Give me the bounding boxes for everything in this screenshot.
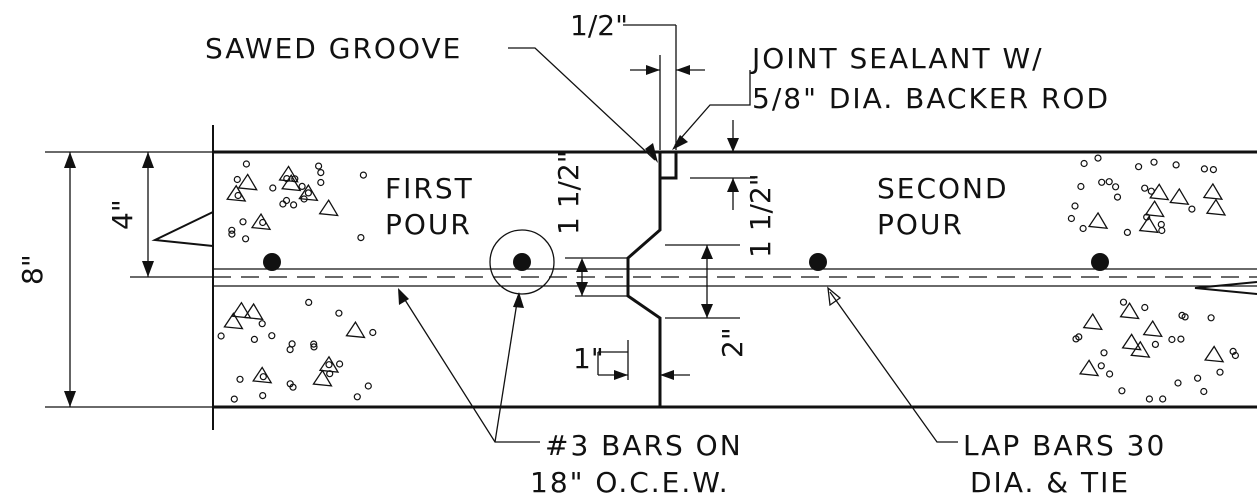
joint-keyway-profile (626, 152, 678, 407)
lap-bars-label-2: DIA. & TIE (970, 466, 1130, 499)
dim-groove-width: 1/2" (570, 9, 705, 150)
rebar-lines (213, 229, 1257, 295)
keyway-height-label: 2" (716, 327, 749, 358)
rebar-detail-circle (489, 229, 555, 295)
bars-leader-2 (494, 295, 519, 443)
rebar-dot (513, 253, 531, 271)
second-pour-label-1: SECOND (877, 172, 1009, 205)
first-pour-label-2: POUR (385, 208, 472, 241)
bars-label-2: 18" O.C.E.W. (530, 466, 730, 499)
sawed-groove-leader (508, 47, 656, 161)
rebar-dot (263, 253, 281, 271)
dim-slab-depth: 8" (16, 151, 213, 408)
backer-rod-label: 5/8" DIA. BACKER ROD (752, 82, 1110, 115)
groove-width-label: 1/2" (570, 9, 628, 42)
keyway-offset-label: 1 1/2" (552, 150, 585, 235)
dim-groove-depth: 1 1/2" (690, 120, 777, 258)
second-pour-label-2: POUR (877, 208, 964, 241)
right-break-symbol (1194, 281, 1257, 295)
lap-bars-leader (829, 291, 958, 443)
dim-keyway-depth: 1" (573, 340, 690, 380)
bars-label-1: #3 BARS ON (545, 429, 743, 462)
sawed-groove-label: SAWED GROOVE (205, 32, 462, 65)
dim-half-depth: 4" (106, 152, 213, 278)
keyway-depth-label: 1" (573, 342, 604, 375)
joint-sealant-label: JOINT SEALANT W/ (750, 42, 1044, 75)
half-depth-label: 4" (106, 199, 139, 230)
leaders (398, 47, 958, 443)
sealant-leader (674, 70, 751, 146)
dim-keyway-height: 2" (665, 244, 749, 358)
rebar-dot (1091, 253, 1109, 271)
aggregate-hatch (217, 154, 1240, 403)
left-break-symbol (151, 211, 214, 247)
groove-depth-label: 1 1/2" (744, 173, 777, 258)
first-pour-label-1: FIRST (385, 172, 474, 205)
slab-depth-label: 8" (16, 254, 49, 285)
bars-leader-1 (399, 291, 540, 443)
rebar-dot (809, 253, 827, 271)
dim-keyway-offset: 1 1/2" (552, 150, 628, 297)
lap-bars-label-1: LAP BARS 30 (963, 429, 1166, 462)
